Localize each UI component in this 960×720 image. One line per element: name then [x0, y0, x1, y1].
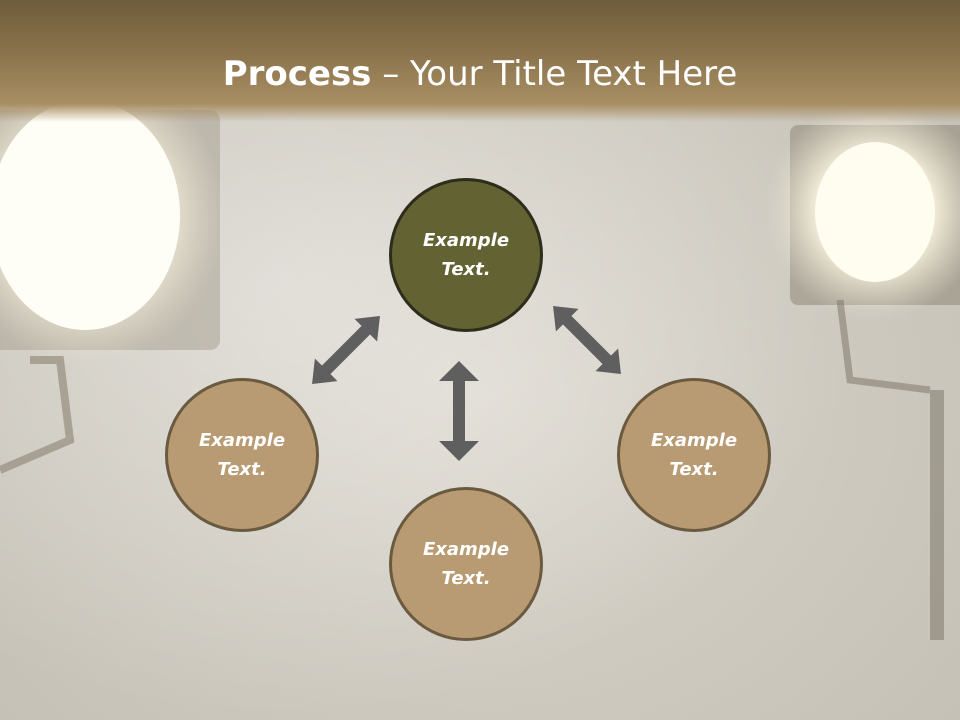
node-top-label: Example Text.	[422, 230, 510, 280]
process-node-top: Example Text.	[389, 178, 543, 332]
node-bottom-label: Example Text.	[422, 539, 510, 589]
arrow-top-right	[553, 306, 621, 374]
title-bar	[0, 0, 960, 122]
node-right-label: Example Text.	[650, 430, 738, 480]
process-node-right: Example Text.	[617, 378, 771, 532]
arrow-left-top	[312, 316, 380, 384]
right-stage-light	[765, 100, 960, 640]
title-bold: Process	[222, 54, 372, 94]
left-stage-light	[0, 65, 225, 474]
title-rest: – Your Title Text Here	[371, 54, 738, 94]
process-node-left: Example Text.	[165, 378, 319, 532]
process-node-bottom: Example Text.	[389, 487, 543, 641]
slide-title: Process – Your Title Text Here	[0, 52, 960, 96]
node-left-label: Example Text.	[198, 430, 286, 480]
arrow-top-bottom	[439, 361, 479, 461]
